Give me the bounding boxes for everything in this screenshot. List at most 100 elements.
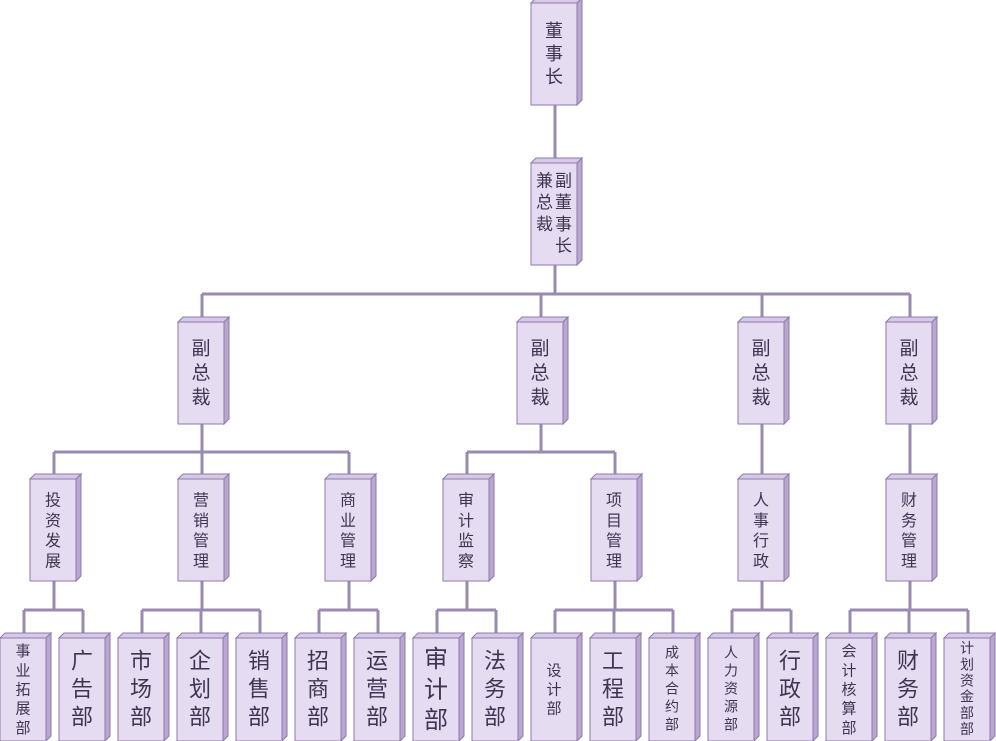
node-side-face (931, 315, 938, 426)
node-design-dept[interactable]: 设计部 (529, 631, 584, 741)
node-top-face (470, 632, 525, 639)
node-label: 营销管理 (193, 490, 209, 570)
node-front-face (117, 637, 165, 741)
node-top-face (529, 157, 584, 164)
node-accounting-dept[interactable]: 会计核算部 (824, 631, 879, 741)
node-side-face (104, 631, 111, 741)
node-label: 财务管理 (901, 490, 917, 570)
connector-vp-1 (52, 424, 351, 474)
node-cost-contract-dept[interactable]: 成本合约部 (647, 631, 702, 741)
node-front-face (29, 478, 77, 582)
connector-investment-development (22, 581, 85, 633)
node-top-face (116, 632, 171, 639)
connector-marketing-management (140, 581, 262, 633)
node-finance-dept[interactable]: 财务部 (883, 631, 938, 741)
connector-finance-management (848, 581, 970, 633)
node-project-management[interactable]: 项目管理 (589, 472, 644, 583)
node-label: 董事长 (545, 20, 563, 87)
connector-commercial-management (317, 581, 380, 633)
node-side-face (281, 631, 288, 741)
node-side-face (930, 631, 937, 741)
connector-project-management (553, 581, 675, 633)
node-vp-4[interactable]: 副总裁 (884, 315, 939, 426)
node-capital-planning-dept[interactable]: 计划资金部部 (942, 631, 996, 741)
node-vp-1[interactable]: 副总裁 (176, 315, 231, 426)
node-operations-dept[interactable]: 运营部 (352, 631, 407, 741)
node-chairman[interactable]: 董事长 (529, 0, 583, 107)
node-side-face (989, 631, 996, 741)
node-vp-3[interactable]: 副总裁 (736, 315, 791, 426)
node-top-face (441, 473, 496, 480)
node-top-face (736, 473, 791, 480)
node-label: 副董事长兼总裁 (536, 171, 572, 256)
node-top-face (176, 473, 231, 480)
node-front-face (0, 637, 47, 741)
node-front-face (885, 478, 933, 582)
node-finance-management[interactable]: 财务管理 (884, 472, 939, 583)
node-audit-dept[interactable]: 审计部 (411, 631, 466, 741)
node-hr-dept[interactable]: 人力资源部 (706, 631, 761, 741)
node-front-face (707, 637, 755, 741)
node-side-face (223, 315, 230, 426)
node-marketing-management[interactable]: 营销管理 (176, 472, 231, 583)
node-front-face (442, 478, 490, 582)
node-side-face (562, 315, 569, 426)
node-label: 会计核算部 (841, 642, 856, 737)
node-side-face (340, 631, 347, 741)
node-front-face (353, 637, 401, 741)
node-leasing-dept[interactable]: 招商部 (293, 631, 348, 741)
node-label: 销售部 (248, 649, 270, 730)
node-front-face (530, 162, 578, 266)
node-label: 项目管理 (606, 490, 622, 570)
node-side-face (75, 472, 82, 583)
node-front-face (177, 321, 225, 425)
node-label: 行政部 (779, 649, 801, 730)
node-front-face (648, 637, 696, 741)
node-label: 副总裁 (191, 338, 210, 409)
node-top-face (411, 632, 466, 639)
node-admin-dept[interactable]: 行政部 (765, 631, 820, 741)
node-front-face (530, 637, 578, 741)
node-top-face (57, 632, 112, 639)
connector-vp-2 (465, 424, 617, 474)
node-advertising-dept[interactable]: 广告部 (57, 631, 112, 741)
connector-vice-chairman-president (200, 265, 912, 317)
node-side-face (636, 472, 643, 583)
node-top-face (0, 632, 53, 639)
node-top-face (293, 632, 348, 639)
node-investment-development[interactable]: 投资发展 (28, 472, 83, 583)
node-legal-dept[interactable]: 法务部 (470, 631, 525, 741)
node-planning-dept[interactable]: 企划部 (175, 631, 230, 741)
node-label: 市场部 (130, 649, 152, 730)
node-label: 审计监察 (458, 490, 474, 570)
node-front-face (516, 321, 564, 425)
node-sales-dept[interactable]: 销售部 (234, 631, 289, 741)
node-front-face (766, 637, 814, 741)
node-side-face (458, 631, 465, 741)
node-label: 招商部 (307, 649, 329, 730)
node-side-face (783, 472, 790, 583)
node-audit-supervision[interactable]: 审计监察 (441, 472, 496, 583)
node-top-face (706, 632, 761, 639)
node-top-face (352, 632, 407, 639)
node-vice-chairman-president[interactable]: 副董事长兼总裁 (529, 156, 584, 267)
node-commercial-management[interactable]: 商业管理 (323, 472, 378, 583)
node-market-dept[interactable]: 市场部 (116, 631, 171, 741)
node-side-face (694, 631, 701, 741)
node-front-face (235, 637, 283, 741)
node-top-face (234, 632, 289, 639)
node-label: 工程部 (602, 649, 624, 730)
node-vp-2[interactable]: 副总裁 (515, 315, 570, 426)
node-business-expansion-dept[interactable]: 事业拓展部 (0, 631, 53, 741)
node-side-face (45, 631, 52, 741)
node-side-face (222, 631, 229, 741)
node-top-face (175, 632, 230, 639)
node-hr-administration[interactable]: 人事行政 (736, 472, 791, 583)
node-top-face (588, 632, 643, 639)
node-label: 人事行政 (753, 490, 769, 570)
node-engineering-dept[interactable]: 工程部 (588, 631, 643, 741)
node-label: 商业管理 (340, 490, 356, 570)
node-label: 事业拓展部 (15, 642, 30, 737)
